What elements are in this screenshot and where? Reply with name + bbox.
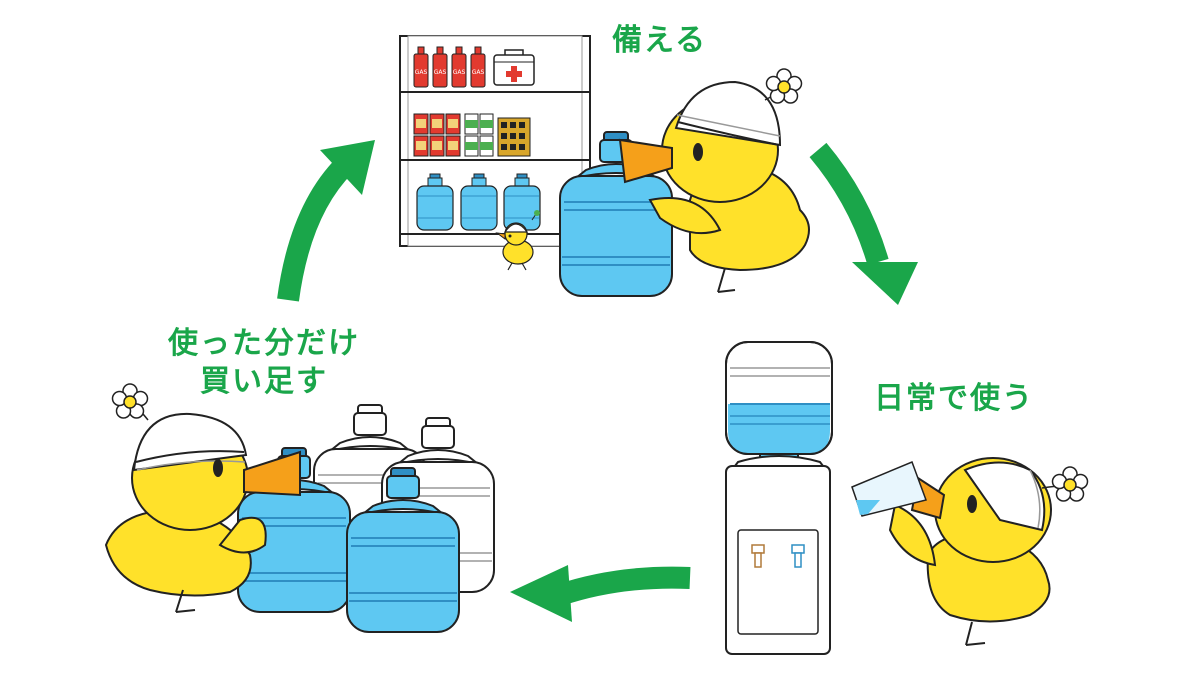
step-label-daily-use-text: 日常で使う xyxy=(874,381,1034,416)
step-label-prepare-text: 備える xyxy=(612,23,708,58)
step-label-daily-use: 日常で使う xyxy=(874,380,1034,418)
flower-icon xyxy=(765,68,803,104)
gas-label: GAS xyxy=(434,69,447,76)
cycle-arrow-icon xyxy=(809,142,918,305)
step-label-restock-line1: 使った分だけ xyxy=(168,326,360,361)
step-label-restock-line2: 買い足す xyxy=(200,364,328,399)
water-bottle-icon xyxy=(416,173,541,231)
water-bottle-icon xyxy=(237,404,495,633)
chick-mascot-icon xyxy=(495,210,540,271)
step-label-prepare: 備える xyxy=(612,22,707,60)
flower-icon xyxy=(1051,466,1089,502)
step-label-restock: 使った分だけ 買い足す xyxy=(168,325,360,401)
cycle-arrow-icon xyxy=(510,565,691,622)
chick-mascot-icon xyxy=(888,457,1063,646)
water-server-icon xyxy=(725,341,833,655)
gas-label: GAS xyxy=(472,69,485,76)
flower-icon xyxy=(111,383,149,419)
gas-label: GAS xyxy=(415,69,428,76)
gas-label: GAS xyxy=(453,69,466,76)
chick-mascot-icon xyxy=(618,80,782,235)
food-can-icon xyxy=(413,113,531,157)
first-aid-box-icon xyxy=(493,49,535,86)
cycle-arrow-icon xyxy=(277,140,375,302)
chick-mascot-icon xyxy=(104,404,301,613)
gas-canister-icon: GAS GAS GAS GAS xyxy=(413,46,486,88)
drinking-glass-icon xyxy=(851,461,927,517)
